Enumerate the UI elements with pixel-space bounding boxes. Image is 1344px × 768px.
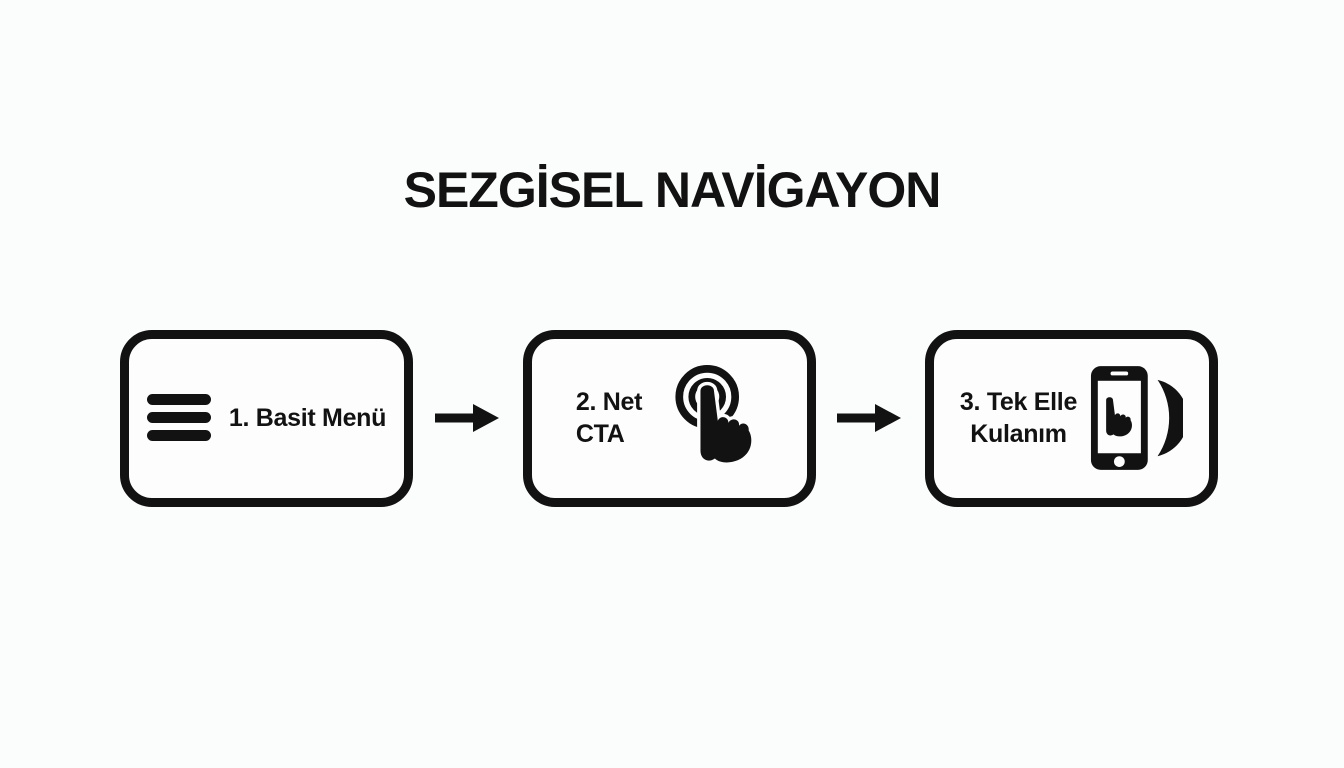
step-label-line: 2. Net <box>575 387 643 416</box>
page-title: SEZGİSEL NAVİGAYON <box>403 162 942 218</box>
arrow-right-icon <box>816 402 926 434</box>
step-label: 3. Tek Elle Kulanım <box>960 386 1077 451</box>
step-box-tek-elle-kulanim: 3. Tek Elle Kulanım <box>925 329 1218 507</box>
step-label: 2. Net CTA <box>575 386 643 451</box>
step-label-line: 1. Basit Menü <box>228 403 387 432</box>
step-label: 1. Basit Menü <box>228 402 387 435</box>
step-box-net-cta: 2. Net CTA <box>522 329 816 507</box>
flow-diagram: 1. Basit Menü 2. Net CTA <box>120 328 1218 508</box>
hamburger-menu-icon <box>146 392 211 444</box>
step-label-line: 3. Tek Elle <box>959 387 1078 416</box>
tap-gesture-icon <box>664 365 762 471</box>
step-label-line: CTA <box>575 420 625 448</box>
step-box-basit-menu: 1. Basit Menü <box>120 329 413 507</box>
one-hand-phone-icon <box>1089 362 1184 474</box>
arrow-right-icon <box>413 402 523 434</box>
step-label-line: Kulanım <box>970 420 1067 448</box>
